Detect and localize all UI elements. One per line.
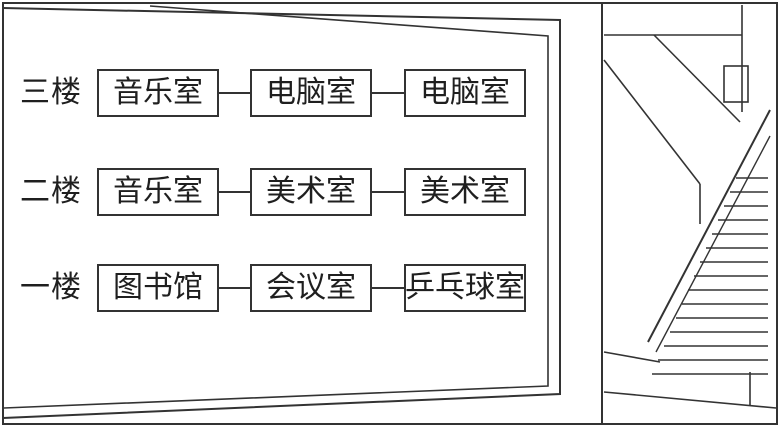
- connector-1-2: [372, 287, 404, 289]
- room-1-3: 乒乓球室: [404, 264, 526, 312]
- wall-board-inner-line: [3, 5, 549, 409]
- connector-3-1: [219, 92, 250, 94]
- stair-diagonal-2: [603, 59, 701, 185]
- floor-label-1: 一楼: [20, 270, 82, 305]
- connector-3-2: [372, 92, 404, 94]
- connector-2-2: [372, 191, 404, 193]
- stair-railing: [647, 109, 771, 343]
- stair-landing-line: [603, 351, 661, 363]
- stair-diagonal-1: [653, 34, 741, 123]
- stair-base: [603, 391, 777, 409]
- room-1-1: 图书馆: [97, 264, 219, 312]
- room-1-2: 会议室: [250, 264, 372, 312]
- stair-steps: [652, 177, 768, 375]
- room-3-3: 电脑室: [404, 69, 526, 117]
- wall-board-outline: [2, 7, 561, 419]
- stair-window: [723, 65, 749, 103]
- connector-2-1: [219, 191, 250, 193]
- room-3-1: 音乐室: [97, 69, 219, 117]
- room-2-3: 美术室: [404, 168, 526, 216]
- floor-label-3: 三楼: [20, 75, 82, 110]
- floor-label-2: 二楼: [20, 174, 82, 209]
- room-2-1: 音乐室: [97, 168, 219, 216]
- room-2-2: 美术室: [250, 168, 372, 216]
- room-3-2: 电脑室: [250, 69, 372, 117]
- stair-railing-inner: [655, 135, 771, 353]
- connector-1-1: [219, 287, 250, 289]
